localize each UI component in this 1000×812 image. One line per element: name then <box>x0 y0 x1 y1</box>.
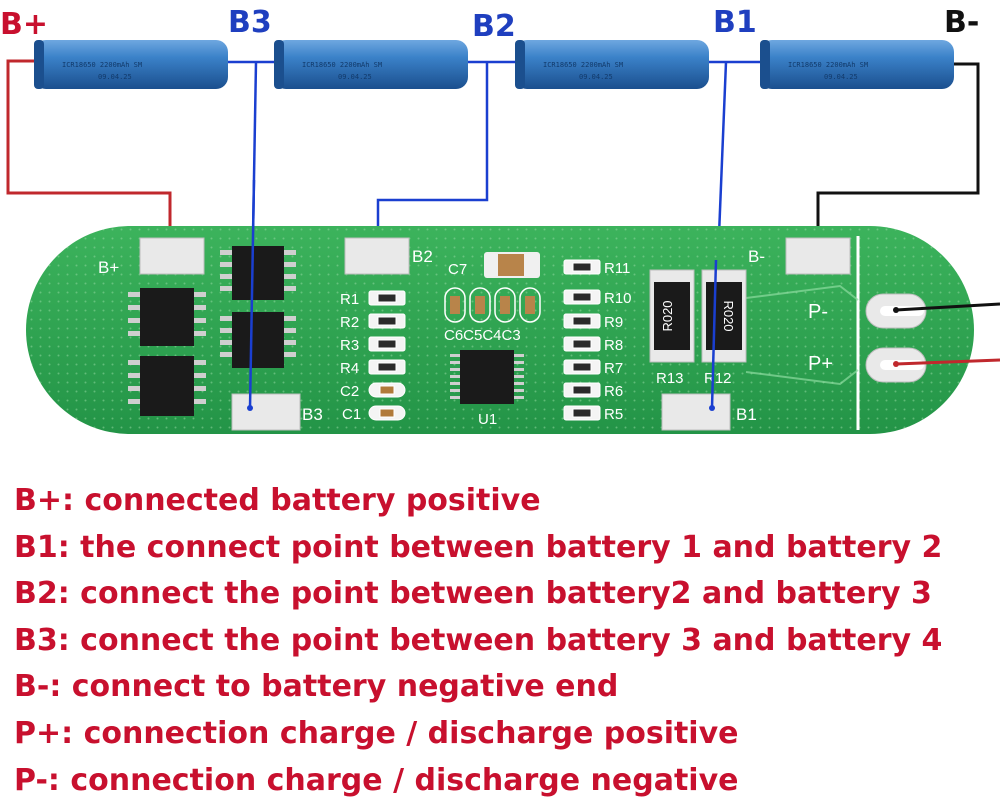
terminal-label-b2: B2 <box>472 9 516 44</box>
shunt-resistor-r12 <box>701 269 747 363</box>
wire-b2-down <box>376 62 489 245</box>
label-r2: R2 <box>340 314 359 331</box>
battery-cell-model: ICR18650 2200mAh SM <box>62 61 142 69</box>
smd-right-column <box>563 259 601 421</box>
label-r5: R5 <box>604 406 623 423</box>
label-c7: C7 <box>448 261 467 278</box>
mosfet-chip <box>220 312 296 368</box>
pcb-label-p-minus: P- <box>808 301 828 323</box>
battery-cell-date: 09.04.25 <box>98 73 132 81</box>
pcb-label-p-plus: P+ <box>808 353 833 375</box>
shunt-value: R020 <box>721 300 736 331</box>
pad-b2 <box>344 237 410 275</box>
battery-cell-model: ICR18650 2200mAh SM <box>302 61 382 69</box>
pad-b-minus <box>785 237 851 275</box>
legend-b-minus: B-: connect to battery negative end <box>14 669 619 705</box>
battery-cell-1: ICR18650 2200mAh SM 09.04.25 <box>34 40 228 89</box>
battery-cell-2: ICR18650 2200mAh SM 09.04.25 <box>274 40 468 89</box>
battery-cell-date: 09.04.25 <box>824 73 858 81</box>
terminal-label-b-minus: B- <box>944 5 979 40</box>
terminal-label-b1: B1 <box>713 5 757 40</box>
label-r4: R4 <box>340 360 359 377</box>
wire-b-minus <box>816 62 980 245</box>
wire-p-plus <box>895 358 1000 366</box>
label-r9: R9 <box>604 314 623 331</box>
label-r12: R12 <box>704 370 732 387</box>
pin-legend: B+: connected battery positive B1: the c… <box>14 478 1000 804</box>
pad-b-plus <box>139 237 205 275</box>
wire-b-plus <box>6 59 172 245</box>
label-r13: R13 <box>656 370 684 387</box>
battery-cell-3: ICR18650 2200mAh SM 09.04.25 <box>515 40 709 89</box>
wire-p-minus <box>895 302 1000 312</box>
capacitor-group <box>444 287 541 323</box>
battery-cell-model: ICR18650 2200mAh SM <box>788 61 868 69</box>
bms-wiring-diagram: B+ B3 B2 B1 B- ICR18650 2200mAh SM 09.04… <box>0 5 1000 434</box>
mosfet-chip <box>128 288 206 346</box>
legend-p-plus: P+: connection charge / discharge positi… <box>14 715 739 751</box>
mosfet-chip <box>128 356 206 416</box>
legend-b1: B1: the connect point between battery 1 … <box>14 529 943 565</box>
battery-cell-4: ICR18650 2200mAh SM 09.04.25 <box>760 40 954 89</box>
pcb-label-b-plus: B+ <box>98 258 119 277</box>
label-u1: U1 <box>478 411 497 428</box>
label-r11: R11 <box>604 260 630 277</box>
pcb-label-b1: B1 <box>736 405 757 424</box>
label-r7: R7 <box>604 360 623 377</box>
label-c1: C1 <box>342 406 361 423</box>
label-c6c5c4c3: C6C5C4C3 <box>444 327 521 344</box>
legend-b2: B2: connect the point between battery2 a… <box>14 576 932 612</box>
legend-b3: B3: connect the point between battery 3 … <box>14 622 943 658</box>
mosfet-chip <box>220 246 296 300</box>
ic-u1 <box>450 350 524 404</box>
shunt-resistor-r13 <box>649 269 695 363</box>
pcb-label-b2: B2 <box>412 247 433 266</box>
label-r1: R1 <box>340 291 359 308</box>
battery-cell-model: ICR18650 2200mAh SM <box>543 61 623 69</box>
label-r8: R8 <box>604 337 623 354</box>
legend-p-minus: P-: connection charge / discharge negati… <box>14 762 739 798</box>
pcb-label-b3: B3 <box>302 405 323 424</box>
smd-left-column <box>368 290 406 421</box>
pad-b1 <box>661 393 731 431</box>
label-r10: R10 <box>604 290 632 307</box>
pcb-label-b-minus: B- <box>748 247 765 266</box>
battery-cell-date: 09.04.25 <box>338 73 372 81</box>
terminal-label-b-plus: B+ <box>0 7 48 42</box>
terminal-label-b3: B3 <box>228 5 272 40</box>
shunt-value: R020 <box>660 300 675 331</box>
label-c2: C2 <box>340 383 359 400</box>
label-r3: R3 <box>340 337 359 354</box>
legend-b-plus: B+: connected battery positive <box>14 483 541 518</box>
battery-cell-date: 09.04.25 <box>579 73 613 81</box>
label-r6: R6 <box>604 383 623 400</box>
pad-b3 <box>231 393 301 431</box>
